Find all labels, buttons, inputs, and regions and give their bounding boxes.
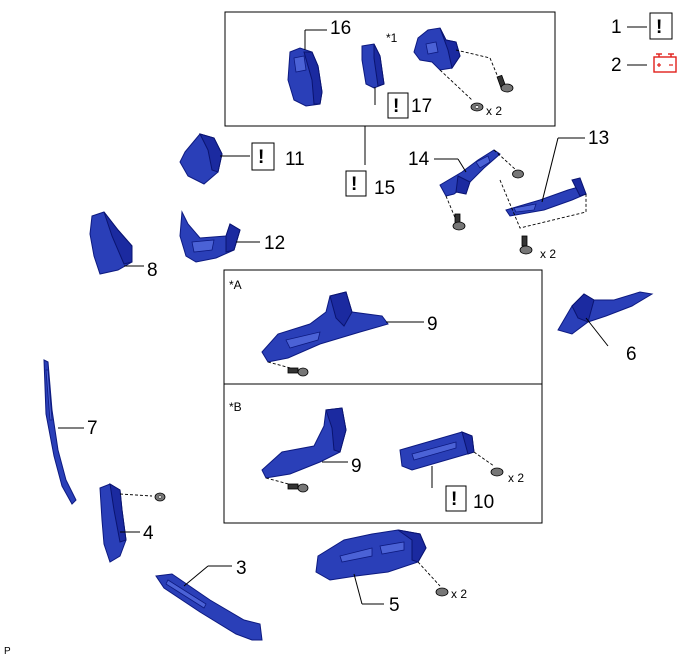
dash-13-bolt: [499, 179, 587, 229]
bolt-icon-5: [435, 587, 449, 597]
part-14: [439, 149, 501, 197]
battery-icon: [653, 53, 677, 73]
marker-star-1: *1: [386, 31, 398, 45]
part-5: [315, 529, 427, 581]
dash-star1-bolt: [455, 49, 501, 83]
callout-9a: 9: [427, 314, 438, 335]
dash-star1-nut: [439, 69, 473, 101]
callout-12: 12: [264, 233, 285, 254]
part-7: [43, 359, 77, 505]
top-detail-frame: [224, 11, 556, 127]
notice-box-17: [387, 92, 409, 119]
notice-box-10: [445, 485, 467, 512]
callout-3: 3: [236, 558, 247, 579]
bolt-icon-9a: [287, 367, 309, 377]
callout-15: 15: [374, 178, 395, 199]
notice-symbol-15: !: [351, 174, 357, 195]
quantity-10: x 2: [508, 471, 524, 485]
bolt-icon-10: [490, 467, 504, 477]
notice-symbol-11: !: [258, 147, 264, 168]
bolt-icon-9b: [287, 483, 309, 493]
leader-13b: [541, 137, 559, 203]
callout-10: 10: [473, 492, 494, 513]
callout-11: 11: [285, 149, 305, 170]
bolt-icon-13: [519, 235, 533, 255]
leader-6: [585, 317, 609, 347]
part-13: [505, 177, 587, 217]
part-11: [179, 133, 223, 185]
part-star1-bracket: [413, 27, 461, 71]
part-8: [89, 211, 133, 275]
callout-6: 6: [626, 344, 637, 365]
leader-5: [353, 573, 363, 605]
dash-10-bolt: [473, 451, 495, 467]
legend-number-1: 1: [611, 17, 622, 38]
legend-notice-box: [649, 12, 673, 40]
part-9a: [261, 291, 389, 363]
leader-3: [183, 565, 209, 587]
callout-5: 5: [389, 595, 400, 616]
legend-number-2: 2: [611, 55, 622, 76]
notice-symbol-17: !: [393, 96, 399, 117]
legend: 1 ! 2: [611, 12, 677, 76]
part-17: [361, 43, 385, 89]
leader-14b: [457, 158, 467, 173]
quantity-5: x 2: [451, 587, 467, 601]
dash-14-bolt-left: [445, 195, 457, 221]
bolt-icon-14a: [512, 169, 524, 179]
callout-16: 16: [330, 18, 351, 39]
dash-4-nut: [119, 493, 153, 497]
variant-frame: [223, 269, 543, 524]
notice-symbol-10: !: [451, 489, 457, 510]
part-16: [287, 47, 323, 107]
page-letter: P: [4, 646, 11, 657]
legend-notice-symbol: !: [656, 17, 662, 38]
quantity-13: x 2: [540, 247, 556, 261]
part-3: [155, 573, 263, 641]
nut-icon: [470, 102, 484, 112]
quantity-top: x 2: [486, 104, 502, 118]
marker-star-a: *A: [229, 278, 242, 292]
notice-box-15: [345, 170, 367, 197]
callout-17: 17: [411, 96, 432, 117]
nut-icon-4: [154, 492, 166, 502]
dash-5-bolt: [417, 561, 441, 587]
callout-8: 8: [147, 260, 158, 281]
bolt-icon-14b: [452, 213, 466, 231]
callout-4: 4: [143, 523, 154, 544]
notice-box-11: [251, 142, 275, 171]
bolt-icon: [496, 74, 514, 93]
callout-9b: 9: [351, 456, 362, 477]
part-4: [99, 483, 127, 563]
part-9b: [261, 407, 347, 479]
marker-star-b: *B: [229, 400, 242, 414]
part-12: [179, 210, 241, 263]
callout-14: 14: [408, 149, 430, 170]
callout-13: 13: [588, 128, 609, 149]
part-6: [557, 291, 654, 335]
callout-7: 7: [87, 418, 98, 439]
part-10: [399, 431, 475, 471]
